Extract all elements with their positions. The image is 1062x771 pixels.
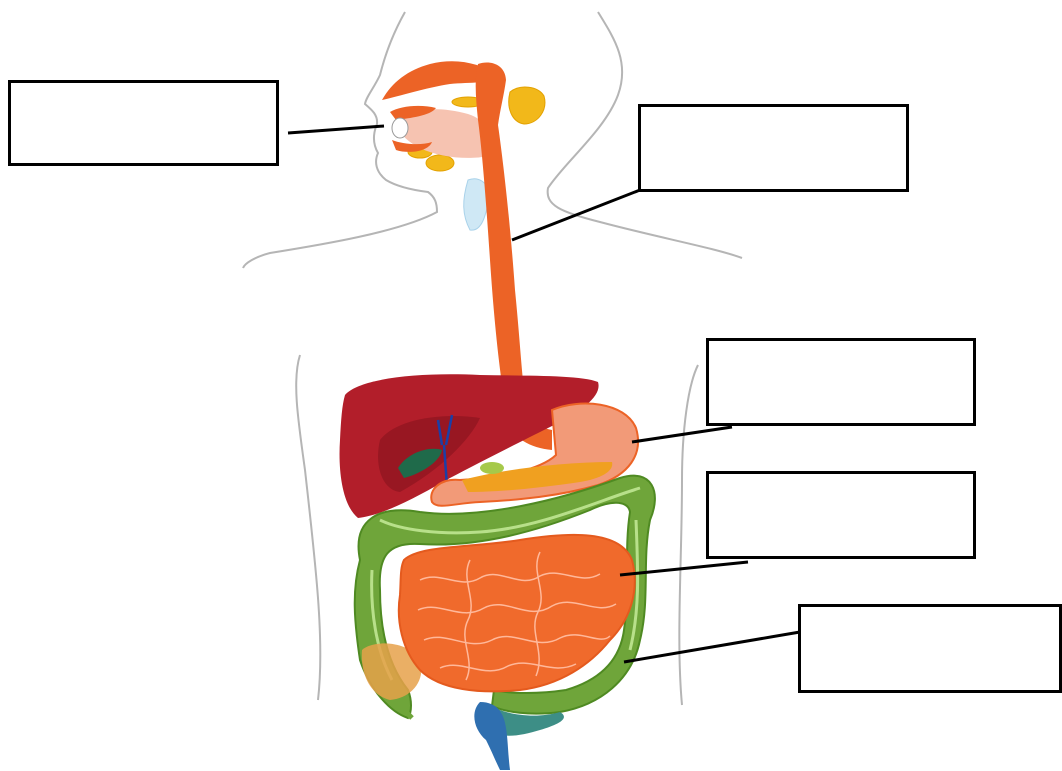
leader-line-large-intestine	[624, 632, 800, 662]
label-box-stomach[interactable]	[706, 338, 976, 426]
teeth	[392, 118, 408, 138]
spleen	[480, 462, 504, 474]
leader-line-mouth	[288, 126, 384, 133]
label-box-esophagus[interactable]	[638, 104, 909, 192]
label-box-large-intestine[interactable]	[798, 604, 1062, 693]
small-intestine-mass	[399, 535, 635, 691]
small-intestine	[399, 535, 635, 691]
label-box-mouth[interactable]	[8, 80, 279, 166]
torso-left-outline	[296, 355, 320, 700]
leader-line-esophagus	[512, 190, 640, 240]
submandibular-gland	[426, 155, 454, 171]
parotid-gland	[509, 87, 545, 124]
leader-line-stomach	[632, 427, 732, 442]
torso-right-outline	[679, 365, 698, 705]
label-box-small-intestine[interactable]	[706, 471, 976, 559]
